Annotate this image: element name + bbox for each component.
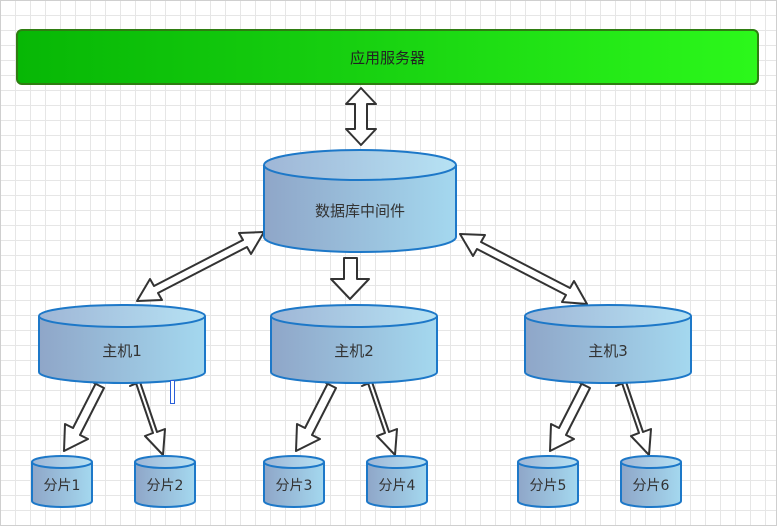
shard-label-3: 分片3 <box>276 478 313 494</box>
arrow-host1-to-shard1 <box>63 380 105 452</box>
shard-label-2: 分片2 <box>147 478 184 494</box>
host-cylinder-1[interactable]: 主机1 <box>38 304 206 384</box>
arrow-host2-to-shard4 <box>361 381 398 456</box>
middleware-label: 数据库中间件 <box>315 202 405 220</box>
shard-label-4: 分片4 <box>379 478 416 494</box>
shard-cylinder-4[interactable]: 分片4 <box>366 455 428 508</box>
host-label-2: 主机2 <box>334 342 374 360</box>
arrow-host3-to-shard5 <box>549 380 591 452</box>
arrow-host3-to-shard6 <box>615 381 652 456</box>
host-cylinder-2[interactable]: 主机2 <box>270 304 438 384</box>
shard-cylinder-1[interactable]: 分片1 <box>31 455 93 508</box>
shard-label-1: 分片1 <box>44 478 81 494</box>
shard-label-6: 分片6 <box>633 478 670 494</box>
app-server-label: 应用服务器 <box>349 48 425 67</box>
shard-cylinder-5[interactable]: 分片5 <box>517 455 579 508</box>
host-label-3: 主机3 <box>588 342 628 360</box>
shard-cylinder-6[interactable]: 分片6 <box>620 455 682 508</box>
shard-cylinder-3[interactable]: 分片3 <box>263 455 325 508</box>
double-arrow-middleware-to-host3 <box>459 233 588 305</box>
host-label-1: 主机1 <box>102 342 142 360</box>
shard-cylinder-2[interactable]: 分片2 <box>134 455 196 508</box>
host-cylinder-3[interactable]: 主机3 <box>524 304 692 384</box>
arrows <box>63 87 652 456</box>
shard-label-5: 分片5 <box>530 478 567 494</box>
middleware-cylinder[interactable]: 数据库中间件 <box>263 149 457 253</box>
arrow-middleware-to-host2 <box>330 257 370 300</box>
app-server-box[interactable]: 应用服务器 <box>16 29 759 85</box>
arrow-host2-to-shard3 <box>295 380 337 452</box>
text-cursor-marker <box>170 380 175 404</box>
arrow-host1-to-shard2 <box>129 381 166 456</box>
double-arrow-app-to-middleware <box>345 87 377 146</box>
double-arrow-middleware-to-host1 <box>136 231 265 302</box>
